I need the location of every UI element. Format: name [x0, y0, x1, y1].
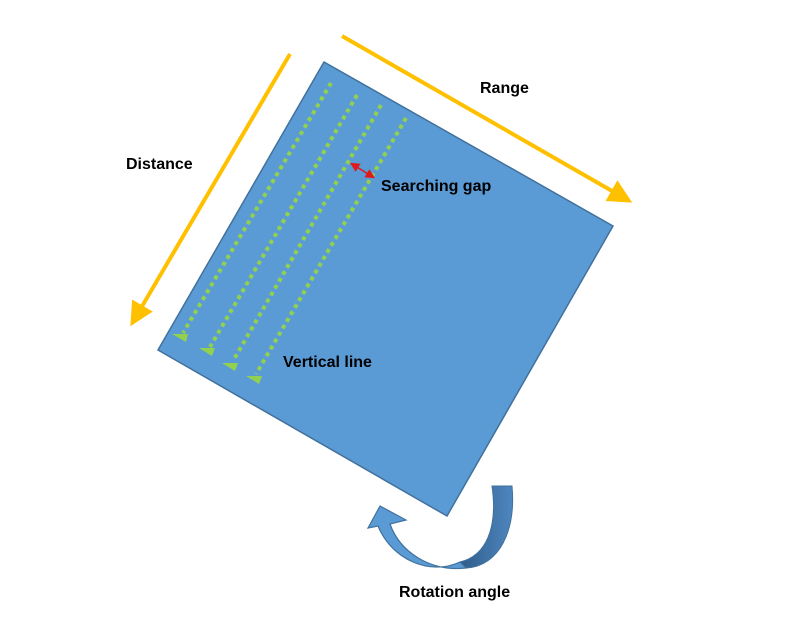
range-label: Range [480, 80, 529, 97]
scan-line-3 [231, 103, 383, 363]
rotation-arrow-back [459, 485, 514, 569]
scan-line-3-arrowhead [222, 363, 238, 371]
distance-label: Distance [126, 156, 193, 173]
vertical-line-label: Vertical line [283, 354, 372, 371]
searching-gap-label: Searching gap [381, 178, 491, 195]
vertical-scan-lines [172, 81, 408, 384]
scan-line-1 [181, 81, 333, 335]
rotation-arrow-icon [366, 485, 514, 570]
distance-arrow [130, 52, 292, 327]
scan-line-1-arrowhead [172, 334, 188, 342]
searching-gap-arrow [349, 162, 376, 179]
scan-line-4 [254, 116, 408, 376]
scan-line-2-arrowhead [199, 348, 215, 356]
scan-line-4-arrowhead [246, 376, 262, 384]
range-arrow [341, 34, 633, 203]
scan-line-2 [208, 93, 359, 349]
rotation-angle-label: Rotation angle [399, 584, 510, 601]
rotation-arrow-front [366, 505, 468, 570]
search-area-panel [156, 60, 615, 518]
